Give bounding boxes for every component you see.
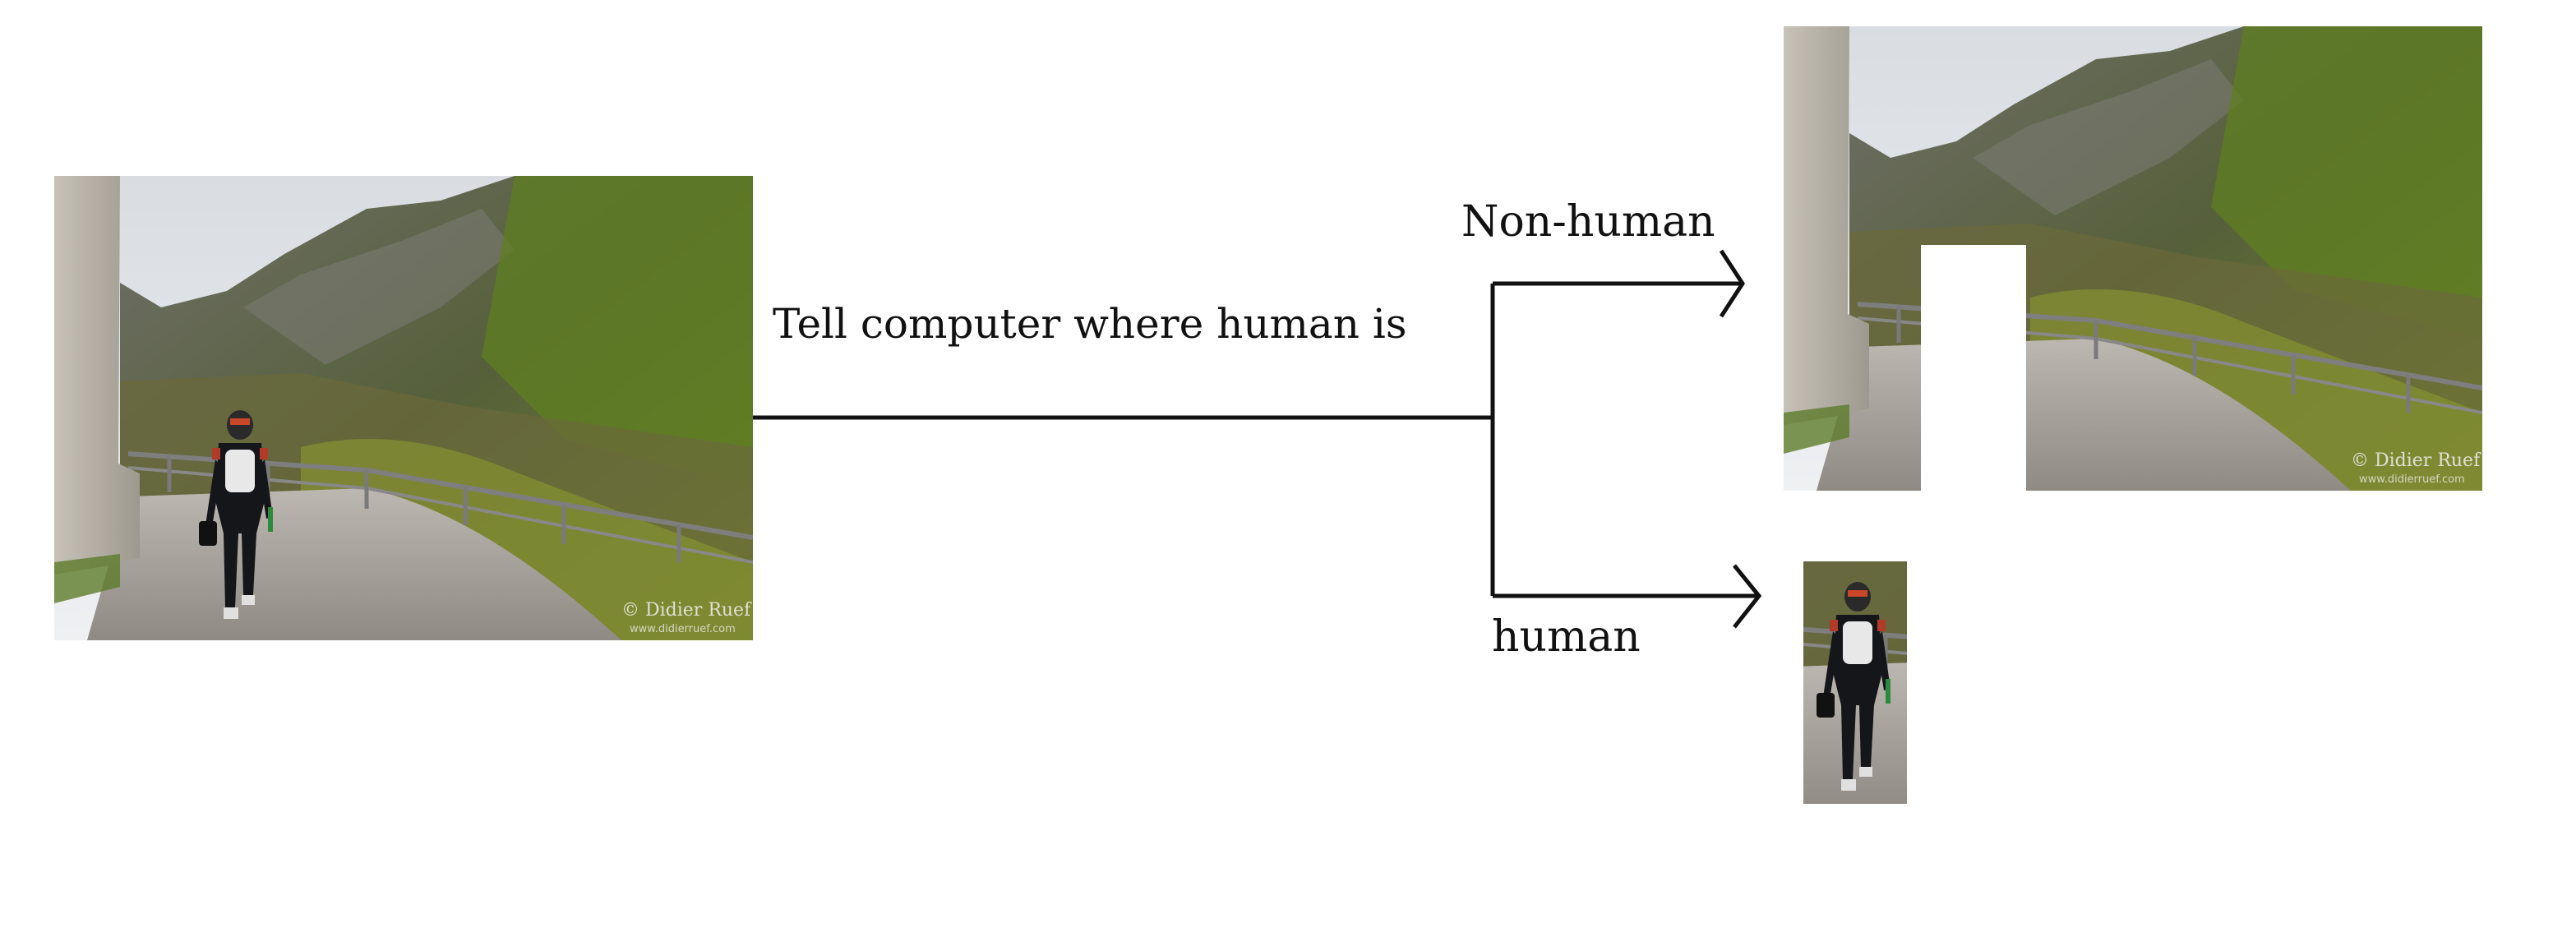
input-photo: © Didier Ruef www.didierruef.com [54, 176, 753, 640]
non-human-photo-watermark: © Didier Ruef [2351, 450, 2481, 471]
non-human-output-photo: © Didier Ruef www.didierruef.com [1784, 26, 2482, 491]
non-human-arrowhead [1719, 249, 1745, 318]
connector-lines [753, 249, 1762, 629]
input-photo-watermark: © Didier Ruef [621, 600, 752, 621]
human-branch-label: human [1492, 612, 1641, 662]
non-human-photo-watermark-url: www.didierruef.com [2359, 473, 2465, 486]
human-arrowhead [1733, 564, 1762, 629]
input-photo-watermark-url: www.didierruef.com [630, 623, 736, 635]
non-human-branch-label: Non-human [1461, 197, 1715, 247]
human-mask-rectangle [1921, 245, 2026, 491]
edge-label: Tell computer where human is [773, 300, 1407, 348]
